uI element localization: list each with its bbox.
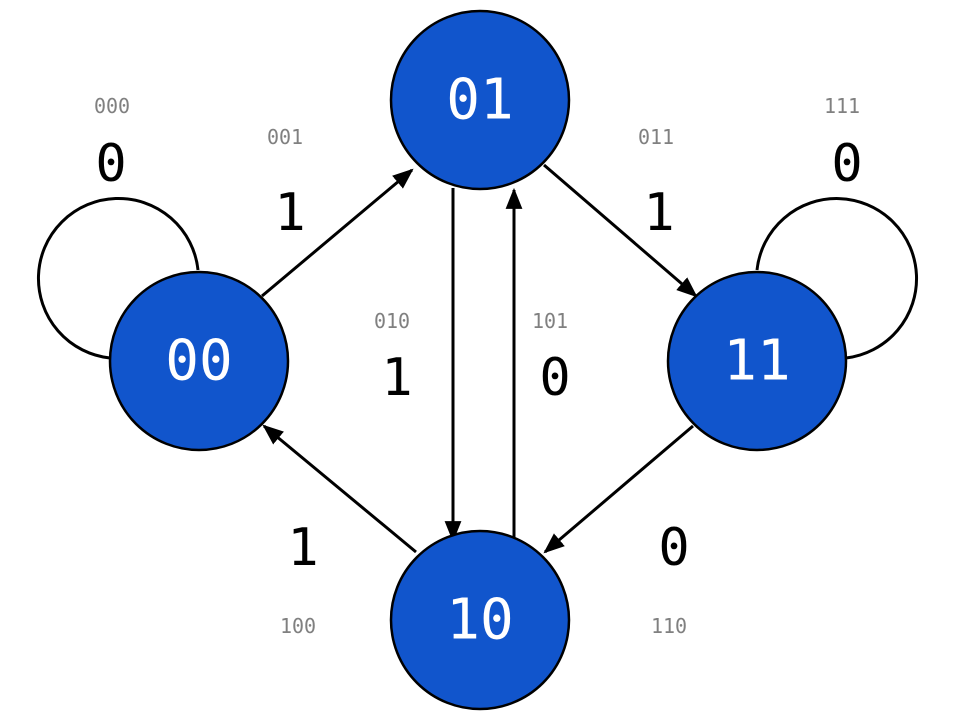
state-node-11-label: 11 — [723, 329, 790, 394]
edge-11-to-10 — [543, 424, 694, 554]
state-node-10-label: 10 — [446, 588, 513, 653]
edge-11-to-10-input: 0 — [658, 518, 689, 578]
edge-01-to-11-sequence: 011 — [638, 125, 674, 149]
edge-01-to-11-input: 1 — [643, 183, 674, 243]
nodes: 00 01 10 11 — [108, 9, 848, 711]
state-node-11-circle — [666, 270, 848, 452]
edge-01-to-10-input: 1 — [381, 348, 412, 408]
edge-11-to-11-input: 0 — [831, 134, 862, 194]
state-node-01: 01 — [389, 9, 571, 191]
edge-11-to-11-sequence: 111 — [824, 94, 860, 118]
edge-10-to-00-input: 1 — [287, 518, 318, 578]
state-node-11: 11 — [666, 270, 848, 452]
edge-input-labels: 0 1 1 0 1 0 1 0 — [95, 134, 862, 578]
edge-00-to-00-input: 0 — [95, 134, 126, 194]
edges — [36, 163, 919, 554]
edge-00-to-01-input: 1 — [274, 183, 305, 243]
edge-01-to-10-sequence: 010 — [374, 309, 410, 333]
edge-10-to-01-input: 0 — [539, 348, 570, 408]
edge-10-to-00-sequence: 100 — [280, 614, 316, 638]
state-node-00: 00 — [108, 270, 290, 452]
edge-01-to-11 — [543, 163, 698, 298]
state-node-01-label: 01 — [446, 68, 513, 133]
state-node-10: 10 — [389, 529, 571, 711]
edge-00-to-01-sequence: 001 — [267, 125, 303, 149]
edge-00-to-01 — [261, 168, 414, 298]
state-node-00-label: 00 — [165, 329, 232, 394]
state-node-01-circle — [389, 9, 571, 191]
state-node-10-circle — [389, 529, 571, 711]
edge-00-to-00 — [36, 196, 200, 360]
edge-sequence-labels: 000 001 010 101 011 111 100 110 — [94, 94, 860, 638]
state-node-00-circle — [108, 270, 290, 452]
edge-10-to-00 — [262, 424, 417, 554]
edge-00-to-00-sequence: 000 — [94, 94, 130, 118]
edge-11-to-11 — [755, 197, 919, 360]
edge-11-to-10-sequence: 110 — [651, 614, 687, 638]
edge-10-to-01-sequence: 101 — [532, 309, 568, 333]
